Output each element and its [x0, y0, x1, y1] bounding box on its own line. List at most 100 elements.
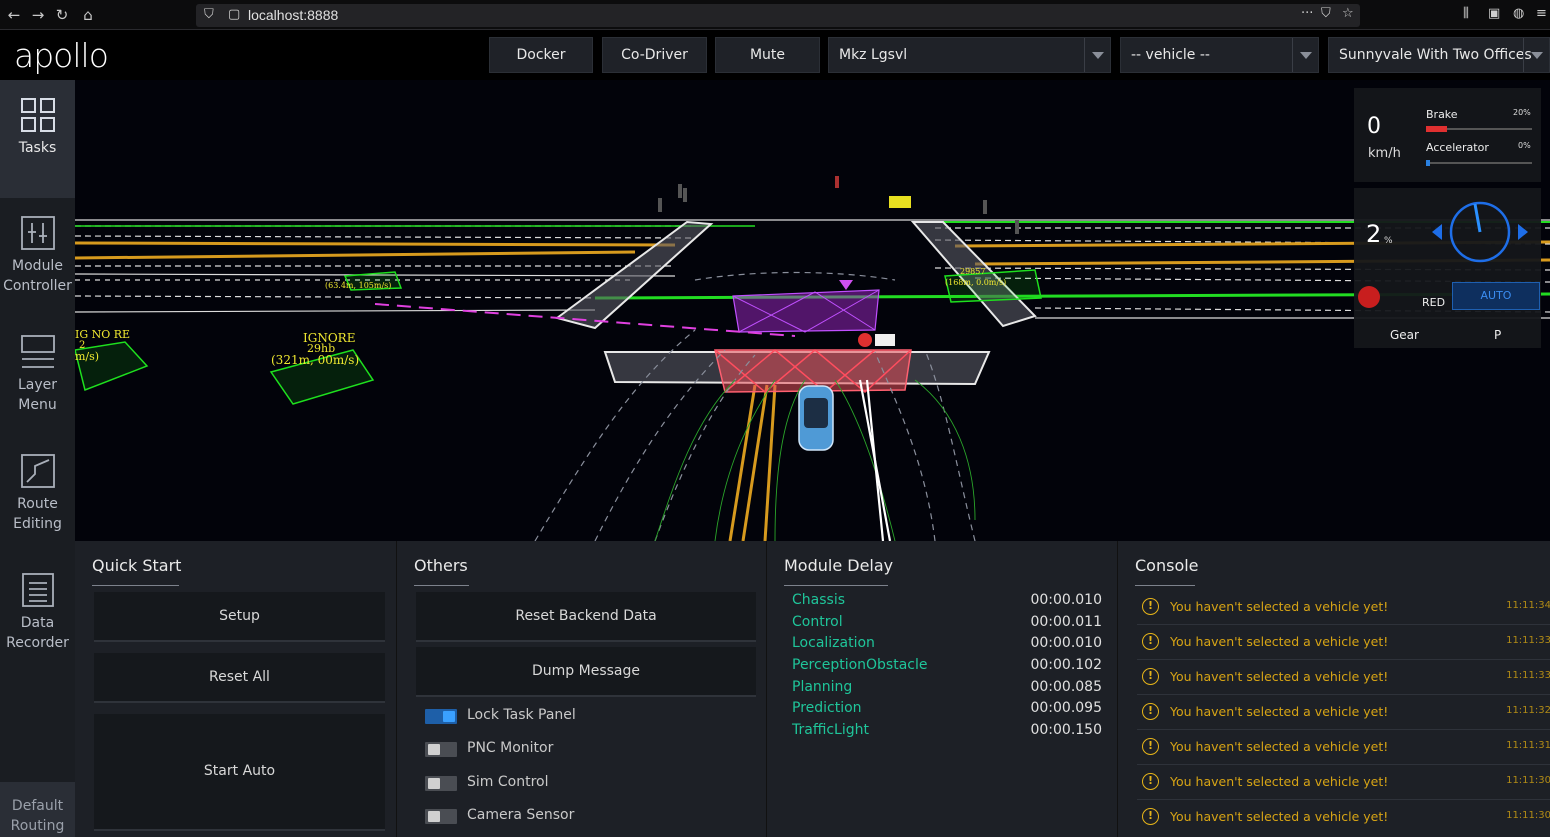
toggle-label: Camera Sensor — [467, 807, 575, 823]
console-message-time: 11:11:31 — [1506, 740, 1550, 751]
signal-text: RED — [1422, 296, 1446, 309]
traffic-light-icon — [875, 334, 895, 346]
sidebar-item-label: Tasks — [18, 140, 57, 156]
pnc-monitor-toggle[interactable] — [425, 742, 457, 757]
console-message: !You haven't selected a vehicle yet!11:1… — [1137, 591, 1550, 625]
mute-button[interactable]: Mute — [715, 37, 820, 73]
delay-value: 00:00.095 — [1030, 700, 1102, 716]
driving-mode-badge: AUTO — [1452, 282, 1540, 310]
setup-button[interactable]: Setup — [94, 592, 385, 642]
sidebar-item-data-recorder[interactable]: Data Recorder — [0, 555, 75, 673]
sidebar-item-route-editing[interactable]: Route Editing — [0, 436, 75, 554]
map-select[interactable]: Sunnyvale With Two Offices — [1328, 37, 1550, 73]
sidebar-toggle-icon[interactable]: ▣ — [1488, 6, 1501, 21]
delay-module-name: TrafficLight — [792, 722, 869, 738]
camera-sensor-toggle[interactable] — [425, 809, 457, 824]
console-message-text: You haven't selected a vehicle yet! — [1170, 599, 1389, 614]
stop-wall — [714, 289, 912, 393]
obstacle-left-speed: (321m, 00m/s) — [271, 353, 359, 367]
scene-canvas[interactable]: IGNORE 29hb (321m, 00m/s) IG NO RE 2 m/s… — [75, 80, 1550, 541]
address-bar[interactable]: ⛉ ▢ localhost:8888 ··· ⛉ ☆ — [196, 4, 1360, 27]
forward-icon[interactable]: → — [31, 6, 45, 24]
accelerator-bar-fill — [1426, 160, 1430, 166]
default-routing-button[interactable]: Default Routing — [0, 782, 75, 837]
brake-label: Brake — [1426, 108, 1458, 121]
sidebar-item-label: Menu — [18, 397, 57, 413]
obstacle-right-label: (168m, 0.0m/s) — [945, 278, 1006, 287]
sidebar-item-tasks[interactable]: Tasks — [0, 80, 75, 198]
lock-task-panel-toggle[interactable] — [425, 709, 457, 724]
sidebar-item-label: Data — [20, 615, 55, 631]
delay-value: 00:00.010 — [1030, 592, 1102, 608]
scene-view[interactable]: IGNORE 29hb (321m, 00m/s) IG NO RE 2 m/s… — [75, 80, 1550, 541]
obstacle-far-left-label: IG NO RE — [75, 328, 130, 341]
sidebar-item-label: Recorder — [6, 635, 69, 651]
sidebar-item-module-controller[interactable]: Module Controller — [0, 198, 75, 316]
reload-icon[interactable]: ↻ — [55, 6, 69, 24]
shield-icon[interactable]: ⛉ — [204, 7, 214, 22]
delay-value: 00:00.085 — [1030, 679, 1102, 695]
toggle-label: PNC Monitor — [467, 740, 554, 756]
others-title: Others — [414, 556, 468, 575]
dump-message-button[interactable]: Dump Message — [416, 647, 756, 697]
speed-value: 0 — [1367, 114, 1381, 139]
quick-start-panel: Quick Start Setup Reset All Start Auto — [75, 541, 397, 837]
chevron-down-icon[interactable] — [1084, 38, 1110, 72]
sim-control-toggle[interactable] — [425, 776, 457, 791]
reset-all-button[interactable]: Reset All — [94, 653, 385, 703]
vehicle-mode-select[interactable]: Mkz Lgsvl — [828, 37, 1111, 73]
co-driver-button[interactable]: Co-Driver — [602, 37, 707, 73]
delay-module-name: Prediction — [792, 700, 862, 716]
obstacle-far-left-speed: m/s) — [75, 350, 99, 363]
default-routing-label: Routing — [10, 818, 65, 834]
accelerator-value: 0% — [1518, 141, 1531, 150]
sidebar: Tasks Module Controller Layer Menu Route… — [0, 80, 75, 837]
reset-backend-data-button[interactable]: Reset Backend Data — [416, 592, 756, 642]
more-icon[interactable]: ··· — [1301, 6, 1314, 21]
delay-module-name: Control — [792, 614, 843, 630]
speed-unit: km/h — [1368, 146, 1401, 161]
accelerator-label: Accelerator — [1426, 141, 1489, 154]
brake-bar-fill — [1426, 126, 1447, 132]
docker-version-button[interactable]: Docker Version — [489, 37, 593, 97]
console-message-time: 11:11:30 — [1506, 810, 1550, 821]
obstacle-small-label: (63.4m, 105m/s) — [325, 281, 391, 290]
url-text[interactable]: localhost:8888 — [248, 7, 339, 23]
delay-module-name: PerceptionObstacle — [792, 657, 928, 673]
vehicle-select[interactable]: -- vehicle -- — [1120, 37, 1319, 73]
pocket-icon[interactable]: ⛉ — [1321, 6, 1331, 21]
chevron-down-icon[interactable] — [1523, 38, 1549, 72]
back-icon[interactable]: ← — [7, 6, 21, 24]
console-message: !You haven't selected a vehicle yet!11:1… — [1137, 626, 1550, 660]
lane-lines — [75, 219, 1550, 319]
delay-row: Prediction 00:00.095 — [792, 700, 1102, 720]
chevron-down-icon[interactable] — [1292, 38, 1318, 72]
library-icon[interactable]: ⫼ — [1463, 6, 1469, 21]
start-auto-button[interactable]: Start Auto — [94, 714, 385, 831]
star-icon[interactable]: ☆ — [1342, 6, 1354, 21]
prediction-paths — [534, 271, 976, 541]
delay-module-name: Localization — [792, 635, 875, 651]
console-message: !You haven't selected a vehicle yet!11:1… — [1137, 661, 1550, 695]
home-icon[interactable]: ⌂ — [83, 6, 93, 24]
toggle-label: Sim Control — [467, 774, 549, 790]
warning-icon: ! — [1142, 633, 1159, 650]
console-message-time: 11:11:33 — [1506, 635, 1550, 646]
console-panel: Console !You haven't selected a vehicle … — [1118, 541, 1550, 837]
sidebar-item-label: Controller — [3, 278, 72, 294]
console-message-text: You haven't selected a vehicle yet! — [1170, 774, 1389, 789]
warning-icon: ! — [1142, 598, 1159, 615]
steering-value: 2 — [1366, 220, 1382, 248]
menu-icon[interactable]: ≡ — [1536, 6, 1547, 21]
toggle-label: Lock Task Panel — [467, 707, 576, 723]
obstacle-labels: IGNORE 29hb (321m, 00m/s) IG NO RE 2 m/s… — [75, 267, 1006, 367]
module-delay-title: Module Delay — [784, 556, 894, 575]
sliders-icon — [20, 216, 55, 250]
quick-start-title: Quick Start — [92, 556, 182, 575]
console-title: Console — [1135, 556, 1199, 575]
sidebar-item-layer-menu[interactable]: Layer Menu — [0, 317, 75, 435]
delay-value: 00:00.150 — [1030, 722, 1102, 738]
account-icon[interactable]: ◍ — [1513, 6, 1525, 21]
